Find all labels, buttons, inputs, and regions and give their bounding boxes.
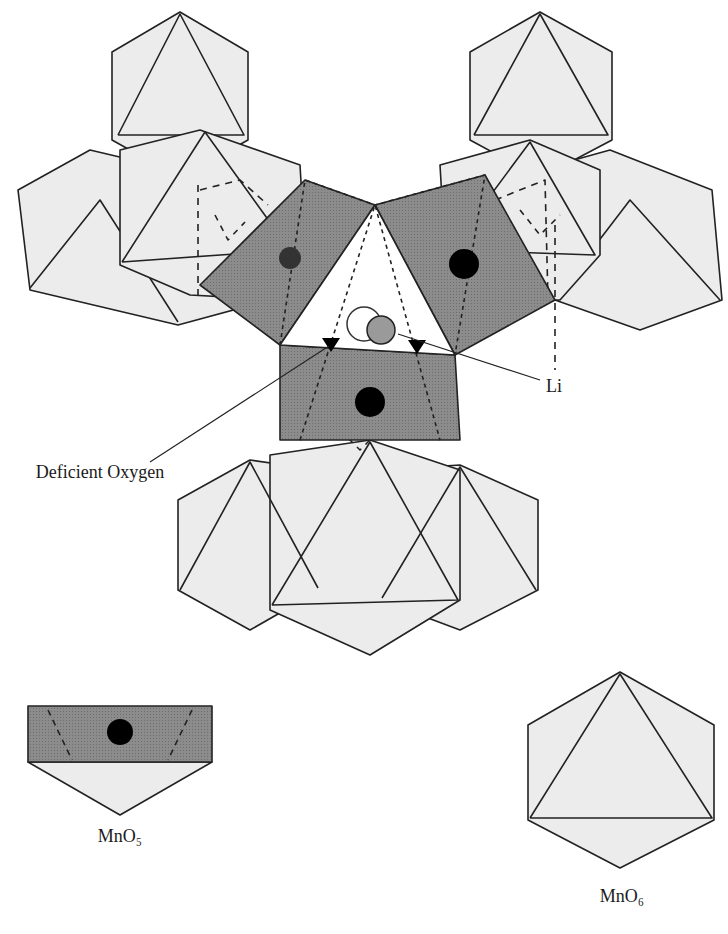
li-atom	[347, 307, 395, 344]
leader-lines	[150, 334, 540, 462]
mno6-octahedron	[270, 440, 460, 655]
vacancy-site	[280, 205, 455, 355]
mno5-pyramid	[280, 345, 460, 440]
mno6-key-shape	[528, 672, 714, 868]
legend-label: MnO₆	[600, 886, 644, 908]
mno5-key-shape	[28, 706, 212, 815]
atom-label: Li	[546, 376, 562, 398]
mn-atoms	[279, 247, 479, 417]
callout-label: Deficient Oxygen	[36, 462, 164, 484]
legend-label: MnO₅	[98, 826, 142, 848]
oxygen-markers	[322, 338, 426, 354]
